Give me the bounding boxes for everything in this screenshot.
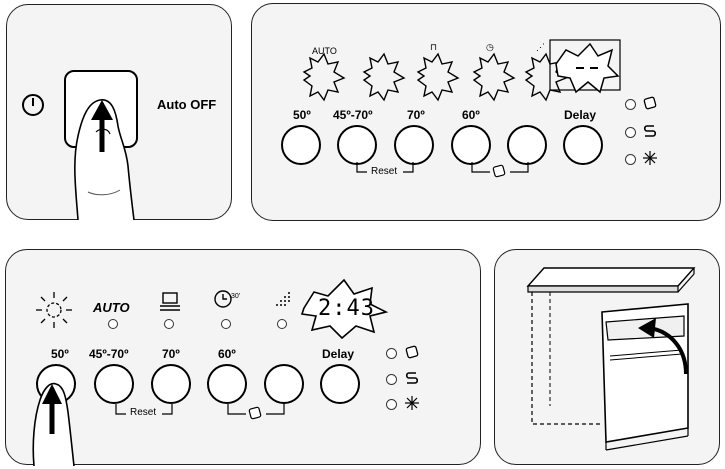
delay-button-bottom[interactable]	[320, 364, 360, 404]
tablet-icon	[643, 96, 657, 110]
blink-extra-icon	[524, 52, 568, 102]
program-button-extra-bottom[interactable]	[264, 364, 304, 404]
tablet-indicator-light-bottom	[386, 348, 397, 359]
tablet-bracket	[471, 162, 529, 178]
pot-icon	[160, 292, 180, 311]
rinse-aid-indicator-light-bottom	[386, 374, 397, 385]
program-button-extra[interactable]	[507, 125, 547, 165]
display-value: 2:43	[318, 296, 375, 321]
blink-50-selected-icon	[36, 292, 72, 328]
program-button-45-70[interactable]	[337, 125, 377, 165]
program-button-50[interactable]	[281, 125, 321, 165]
program-button-45-70-bottom[interactable]	[94, 364, 134, 404]
program-panel-top	[251, 3, 721, 221]
auto-off-label: Auto OFF	[157, 97, 217, 112]
spray-icon	[276, 292, 290, 306]
pot-symbol-icon: ⊓	[430, 42, 437, 52]
clock-indicator-light	[221, 319, 231, 329]
salt-icon-bottom	[405, 396, 419, 410]
delay-button[interactable]	[563, 125, 603, 165]
pot-indicator-light	[164, 319, 174, 329]
auto-label: AUTO	[93, 300, 130, 315]
tablet-indicator-light	[625, 99, 636, 110]
reset-label: Reset	[371, 166, 398, 177]
display-blinking	[549, 39, 621, 94]
program-button-60-bottom[interactable]	[207, 364, 247, 404]
auto-indicator-light	[108, 319, 118, 329]
label-70-bottom: 70º	[162, 347, 180, 361]
label-50-bottom: 50º	[51, 347, 69, 361]
label-delay: Delay	[564, 108, 597, 122]
label-60-bottom: 60º	[218, 347, 236, 361]
spray-symbol-icon: ⋰	[536, 42, 545, 52]
blink-45-70-icon	[362, 52, 406, 102]
program-button-60[interactable]	[451, 125, 491, 165]
label-45-70: 45º-70º	[333, 108, 373, 122]
power-icon	[22, 94, 44, 116]
reset-bracket	[356, 162, 414, 173]
clock-symbol-icon: ◷	[486, 42, 494, 52]
pressing-finger-icon-bottom	[32, 382, 75, 467]
salt-indicator-light	[625, 154, 636, 165]
program-button-70[interactable]	[394, 125, 434, 165]
label-60: 60º	[462, 108, 480, 122]
salt-icon	[643, 151, 657, 165]
close-door-arrow-icon	[649, 326, 688, 375]
time-display	[300, 278, 389, 340]
program-panel-bottom	[5, 249, 481, 465]
rinse-aid-icon	[643, 125, 657, 137]
tablet-bracket-bottom	[227, 404, 285, 420]
rinse-aid-icon-bottom	[405, 372, 419, 384]
program-button-70-bottom[interactable]	[151, 364, 191, 404]
dishwasher-illustration	[526, 267, 696, 451]
label-70: 70º	[407, 108, 425, 122]
blink-70-icon	[416, 52, 460, 102]
svg-text:30': 30'	[231, 293, 240, 300]
reset-label-bottom: Reset	[130, 407, 157, 418]
clock-30-icon: 30'	[214, 290, 240, 308]
label-50: 50º	[293, 108, 311, 122]
auto-symbol-icon: AUTO	[312, 46, 337, 56]
tablet-icon-bottom	[405, 345, 419, 359]
blinking-indicators: AUTO ⊓ ◷ ⋰	[302, 42, 568, 102]
rinse-aid-indicator-light	[625, 127, 636, 138]
pressing-finger-icon	[74, 99, 135, 221]
blink-50-icon	[302, 52, 346, 102]
reset-bracket-bottom	[115, 404, 173, 415]
label-45-70-bottom: 45º-70º	[89, 347, 129, 361]
salt-indicator-light-bottom	[386, 399, 397, 410]
blink-60-icon	[472, 52, 516, 102]
label-delay-bottom: Delay	[322, 347, 355, 361]
spray-indicator-light	[277, 319, 287, 329]
